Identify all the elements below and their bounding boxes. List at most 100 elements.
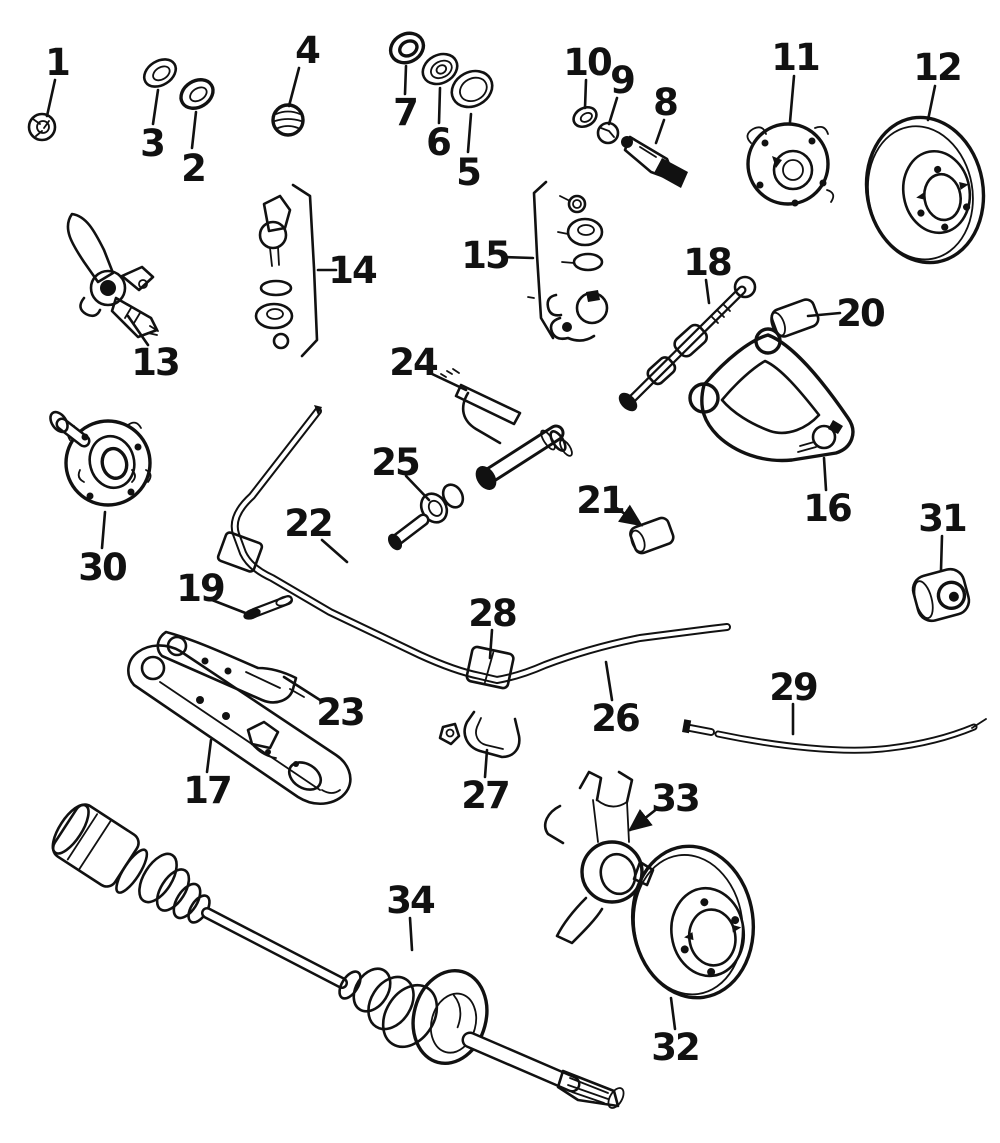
bearing-part-6 bbox=[421, 52, 459, 86]
washer-part-10 bbox=[572, 105, 598, 129]
callout-11-leader bbox=[788, 74, 796, 124]
strut-rod-part-24 bbox=[440, 368, 573, 490]
callout-3-leader bbox=[151, 88, 160, 126]
callout-12-label: 12 bbox=[913, 46, 961, 89]
callout-15-leader bbox=[501, 255, 535, 260]
callout-28-leader bbox=[488, 628, 494, 660]
bolt-part-8 bbox=[621, 135, 688, 188]
callout-6-leader bbox=[437, 86, 442, 125]
tension-rod-part-18 bbox=[618, 275, 757, 412]
callout-29-label: 29 bbox=[769, 666, 817, 709]
knuckle-arm-kit-part-15 bbox=[527, 180, 609, 342]
lock-nut-part-1 bbox=[27, 112, 57, 142]
callout-14-label: 14 bbox=[328, 249, 377, 292]
callout-8-leader bbox=[654, 118, 666, 145]
callout-13-label: 13 bbox=[131, 341, 179, 384]
callout-31-leader bbox=[939, 534, 944, 572]
hub-part-30 bbox=[49, 410, 152, 507]
callout-22-label: 22 bbox=[284, 502, 332, 545]
callout-26-leader bbox=[604, 660, 614, 702]
callout-22-leader bbox=[320, 538, 349, 564]
ball-joint-kit-part-14 bbox=[254, 183, 319, 358]
callout-3-label: 3 bbox=[140, 122, 164, 165]
callout-17-leader bbox=[205, 738, 213, 774]
link-bolt-part-19 bbox=[216, 531, 293, 620]
washer-part-3 bbox=[142, 58, 178, 88]
clamp-bracket-part-27 bbox=[438, 710, 521, 759]
wheel-hub-part-11 bbox=[746, 122, 835, 207]
callout-4-leader bbox=[287, 66, 301, 108]
callout-1-leader bbox=[45, 78, 57, 118]
callout-20-leader bbox=[806, 311, 842, 318]
callout-18-leader bbox=[704, 278, 711, 305]
brake-rotor-part-32 bbox=[630, 844, 756, 1000]
callout-23-label: 23 bbox=[316, 691, 364, 734]
callout-33-label: 33 bbox=[651, 777, 699, 820]
lower-control-arm-part-17 bbox=[127, 644, 352, 805]
callout-10-label: 10 bbox=[563, 41, 611, 84]
callout-27-label: 27 bbox=[461, 774, 509, 817]
callout-32-leader bbox=[669, 996, 677, 1031]
drive-axle-part-34 bbox=[51, 803, 625, 1109]
callout-28-label: 28 bbox=[468, 592, 516, 635]
bracket-14 bbox=[291, 183, 319, 358]
callout-25-label: 25 bbox=[371, 441, 419, 484]
callout-5-label: 5 bbox=[456, 151, 480, 194]
bushing-block-part-28 bbox=[465, 645, 515, 690]
callout-19-label: 19 bbox=[176, 567, 224, 610]
callout-4-label: 4 bbox=[295, 29, 320, 72]
callout-18-label: 18 bbox=[683, 241, 731, 284]
bushing-set-part-25 bbox=[387, 483, 465, 551]
callout-7-label: 7 bbox=[393, 91, 417, 134]
stabilizer-rod-part-29 bbox=[682, 718, 987, 754]
callout-30-leader bbox=[100, 510, 107, 550]
callout-26-label: 26 bbox=[591, 697, 639, 740]
callout-31-label: 31 bbox=[918, 497, 966, 540]
callout-2-leader bbox=[190, 110, 198, 150]
callout-32-label: 32 bbox=[651, 1026, 699, 1069]
callout-34-label: 34 bbox=[386, 879, 435, 922]
callout-33-leader bbox=[627, 806, 660, 832]
callout-6-label: 6 bbox=[426, 121, 450, 164]
callout-2-label: 2 bbox=[181, 147, 205, 190]
callout-13-leader bbox=[126, 314, 150, 347]
brake-rotor-part-12 bbox=[864, 115, 986, 265]
callout-21-leader bbox=[613, 504, 644, 527]
callout-25-leader bbox=[404, 474, 431, 502]
dust-cap-part-4 bbox=[271, 103, 305, 137]
bushing-part-31 bbox=[911, 567, 971, 623]
knuckle-part-33 bbox=[543, 770, 655, 945]
callout-10-leader bbox=[583, 78, 588, 110]
seal-part-7 bbox=[388, 31, 426, 65]
washer-part-2 bbox=[179, 78, 215, 110]
upper-control-arm-part-16 bbox=[688, 327, 855, 463]
nut-part-9 bbox=[596, 121, 620, 145]
callout-16-leader bbox=[822, 456, 828, 492]
callout-19-leader bbox=[210, 598, 250, 616]
callout-17-label: 17 bbox=[183, 769, 231, 812]
callout-23-leader bbox=[282, 675, 322, 702]
grease-seal-part-5 bbox=[450, 69, 494, 109]
arm-strut-part-23 bbox=[156, 630, 305, 704]
callout-21-label: 21 bbox=[576, 479, 624, 522]
callout-27-leader bbox=[483, 748, 489, 779]
callout-5-leader bbox=[466, 112, 473, 154]
steering-knuckle-part-13 bbox=[66, 212, 159, 339]
callout-16-label: 16 bbox=[803, 487, 851, 530]
callout-34-leader bbox=[408, 916, 414, 952]
callout-9-label: 9 bbox=[610, 59, 634, 102]
callout-12-leader bbox=[926, 84, 937, 122]
callout-24-leader bbox=[428, 371, 468, 392]
callout-24-label: 24 bbox=[389, 341, 438, 384]
callout-7-leader bbox=[403, 64, 408, 96]
callout-20-label: 20 bbox=[836, 292, 884, 335]
bushing-part-21 bbox=[629, 516, 675, 555]
callout-8-label: 8 bbox=[653, 81, 677, 124]
callout-15-label: 15 bbox=[461, 234, 509, 277]
bushing-part-20 bbox=[770, 298, 820, 338]
callout-30-label: 30 bbox=[78, 546, 126, 589]
callout-1-label: 1 bbox=[45, 41, 69, 84]
